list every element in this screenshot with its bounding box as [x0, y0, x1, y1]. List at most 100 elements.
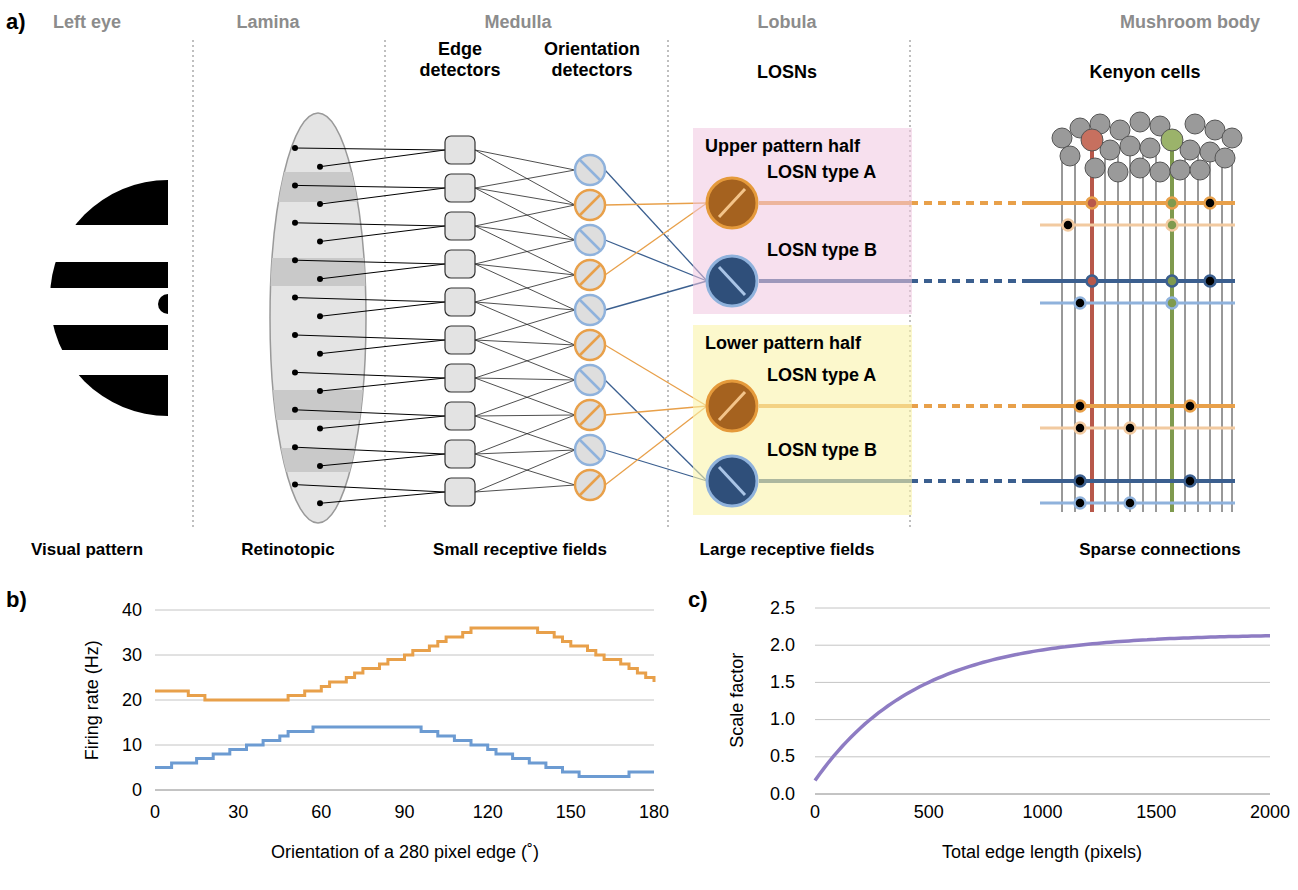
synapse-dot [1087, 276, 1098, 287]
synapse-dot [1205, 198, 1216, 209]
orientation-bar [580, 195, 600, 215]
section-label: a) [6, 9, 26, 34]
orientation-detector [575, 330, 605, 360]
photoreceptor-dot [317, 388, 323, 394]
type-b-curve [155, 727, 654, 777]
orientation-bar [580, 160, 600, 180]
medulla-wire [475, 264, 575, 310]
gridline [815, 608, 1270, 609]
synapse-dot [1075, 476, 1086, 487]
lamina-wire [320, 302, 445, 316]
orientation-detector [575, 225, 605, 255]
kenyon-cell [1130, 158, 1150, 178]
edge-detector [445, 402, 475, 430]
orientation-bar [580, 405, 600, 425]
section-label: Retinotopic [241, 540, 335, 560]
medulla-wire [475, 415, 575, 416]
edge-detector [445, 364, 475, 392]
medulla-wire [475, 275, 575, 302]
lamina-wire [320, 378, 445, 391]
orientation-bar [580, 335, 600, 355]
gridline [155, 745, 654, 746]
tick-label: 0 [132, 780, 142, 801]
gridline [815, 756, 1270, 757]
orientation-detector [575, 295, 605, 325]
edge-detector [445, 136, 475, 164]
losn-circle [705, 454, 759, 508]
synapse-dot [1125, 423, 1136, 434]
synapse-dot [1075, 298, 1086, 309]
edge-detector [445, 326, 475, 354]
tick-label: 180 [639, 802, 669, 823]
medulla-wire [475, 188, 575, 240]
kenyon-cell [1150, 162, 1170, 182]
orientation-detector [575, 435, 605, 465]
gridline [155, 610, 654, 611]
tick-label: 120 [473, 802, 503, 823]
pattern-stripe [40, 325, 170, 350]
medulla-wire [475, 378, 575, 415]
losn-circle [705, 176, 759, 230]
orientation-bar [580, 440, 600, 460]
section-label: Edge detectors [410, 39, 510, 80]
pattern-stripe [40, 375, 170, 420]
orientation-bar [719, 392, 745, 420]
gridline [815, 645, 1270, 646]
medulla-wire [475, 380, 575, 416]
losn-axon-dashed [910, 479, 1030, 483]
edge-detector [445, 440, 475, 468]
lobula-wire [605, 406, 707, 415]
photoreceptor-dot [317, 239, 323, 245]
kenyon-cell [1161, 129, 1183, 151]
photoreceptor-dot [292, 220, 298, 226]
divider [667, 40, 669, 530]
lobula-wire [605, 281, 707, 310]
neuron-label: LOSN type B [767, 440, 877, 461]
photoreceptor-dot [317, 164, 323, 170]
edge-detector [445, 478, 475, 506]
pattern-dot [158, 294, 178, 314]
lobula-wire [605, 170, 707, 281]
tick-label: 40 [122, 600, 142, 621]
kenyon-cell [1215, 148, 1235, 168]
medulla-wire [475, 454, 575, 485]
synapse-dot [1075, 401, 1086, 412]
medulla-wire [475, 310, 575, 340]
kenyon-cell [1222, 128, 1242, 148]
kenyon-cell [1190, 160, 1210, 180]
medulla-wire [475, 264, 575, 275]
tick-label: 1500 [1136, 802, 1176, 823]
lamina-wire [295, 148, 445, 150]
band-heading: Upper pattern half [693, 128, 912, 157]
tick-label: 0 [150, 802, 160, 823]
tick-label: 0.5 [770, 746, 795, 767]
region-band: Lower pattern halfLOSN type ALOSN type B [693, 325, 912, 515]
losn-axon [1040, 427, 1235, 430]
tick-label: Orientation of a 280 pixel edge (˚) [271, 842, 539, 863]
lobula-wire [605, 203, 707, 205]
losn-circle [705, 254, 759, 308]
lamina-wire [320, 492, 445, 503]
medulla-wire [475, 302, 575, 345]
tick-label: 0.0 [770, 784, 795, 805]
lobula-wire [605, 345, 707, 406]
medulla-wire [475, 378, 575, 380]
tick-label: 2.5 [770, 598, 795, 619]
section-label: Left eye [53, 12, 121, 33]
losn-circle [705, 379, 759, 433]
tick-label: 500 [914, 802, 944, 823]
lamina-shading [260, 172, 380, 472]
synapse-dot [1063, 220, 1074, 231]
lamina-wire [295, 447, 445, 454]
section-label: Small receptive fields [433, 540, 607, 560]
tick-label: 1.5 [770, 672, 795, 693]
losn-neuron: LOSN type B [705, 440, 881, 510]
lamina-band [260, 448, 380, 472]
losn-axon [1030, 479, 1235, 483]
gridline [815, 682, 1270, 683]
orientation-bar [719, 467, 745, 495]
photoreceptor-dot [317, 351, 323, 357]
band-heading: Lower pattern half [693, 325, 912, 354]
tick-label: 30 [228, 802, 248, 823]
losn-axon [1030, 404, 1235, 408]
